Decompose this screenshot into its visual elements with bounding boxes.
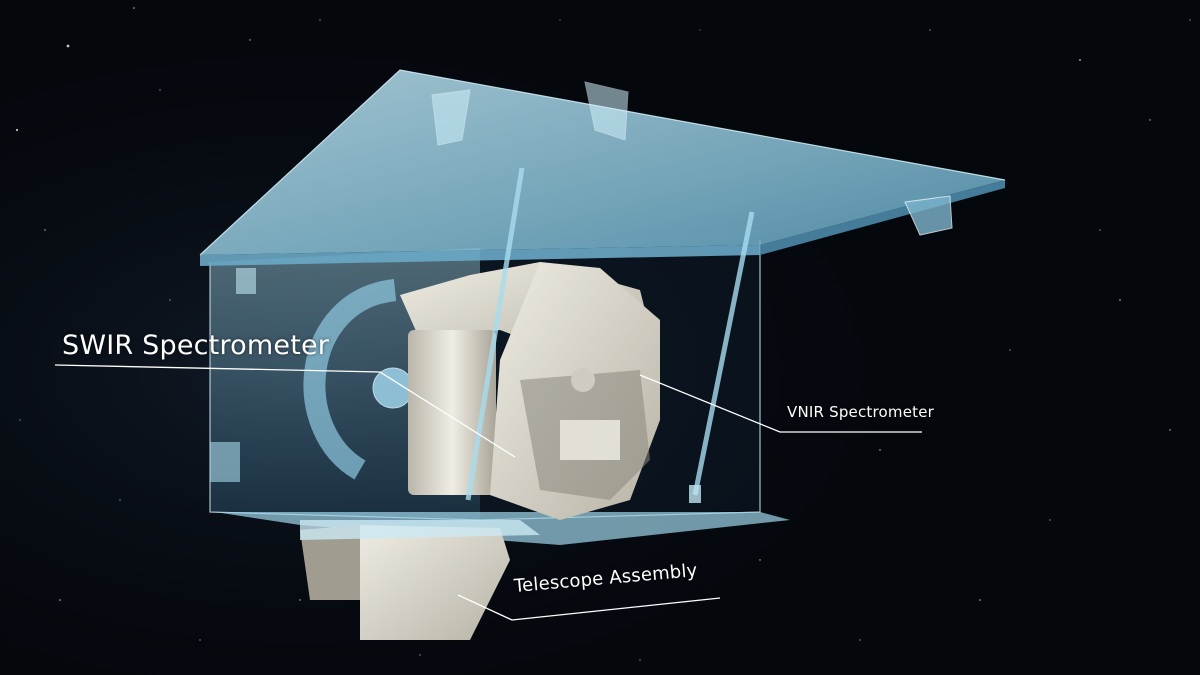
swir-leader-line [54,364,516,458]
telescope-leader-line [457,594,721,621]
vnir-leader-line [639,374,922,433]
vnir-spectrometer-label: VNIR Spectrometer [787,403,935,421]
top-panel [199,69,1006,503]
swir-spectrometer-label: SWIR Spectrometer [62,330,330,361]
instrument-body [300,262,660,640]
leader-lines [54,364,922,621]
